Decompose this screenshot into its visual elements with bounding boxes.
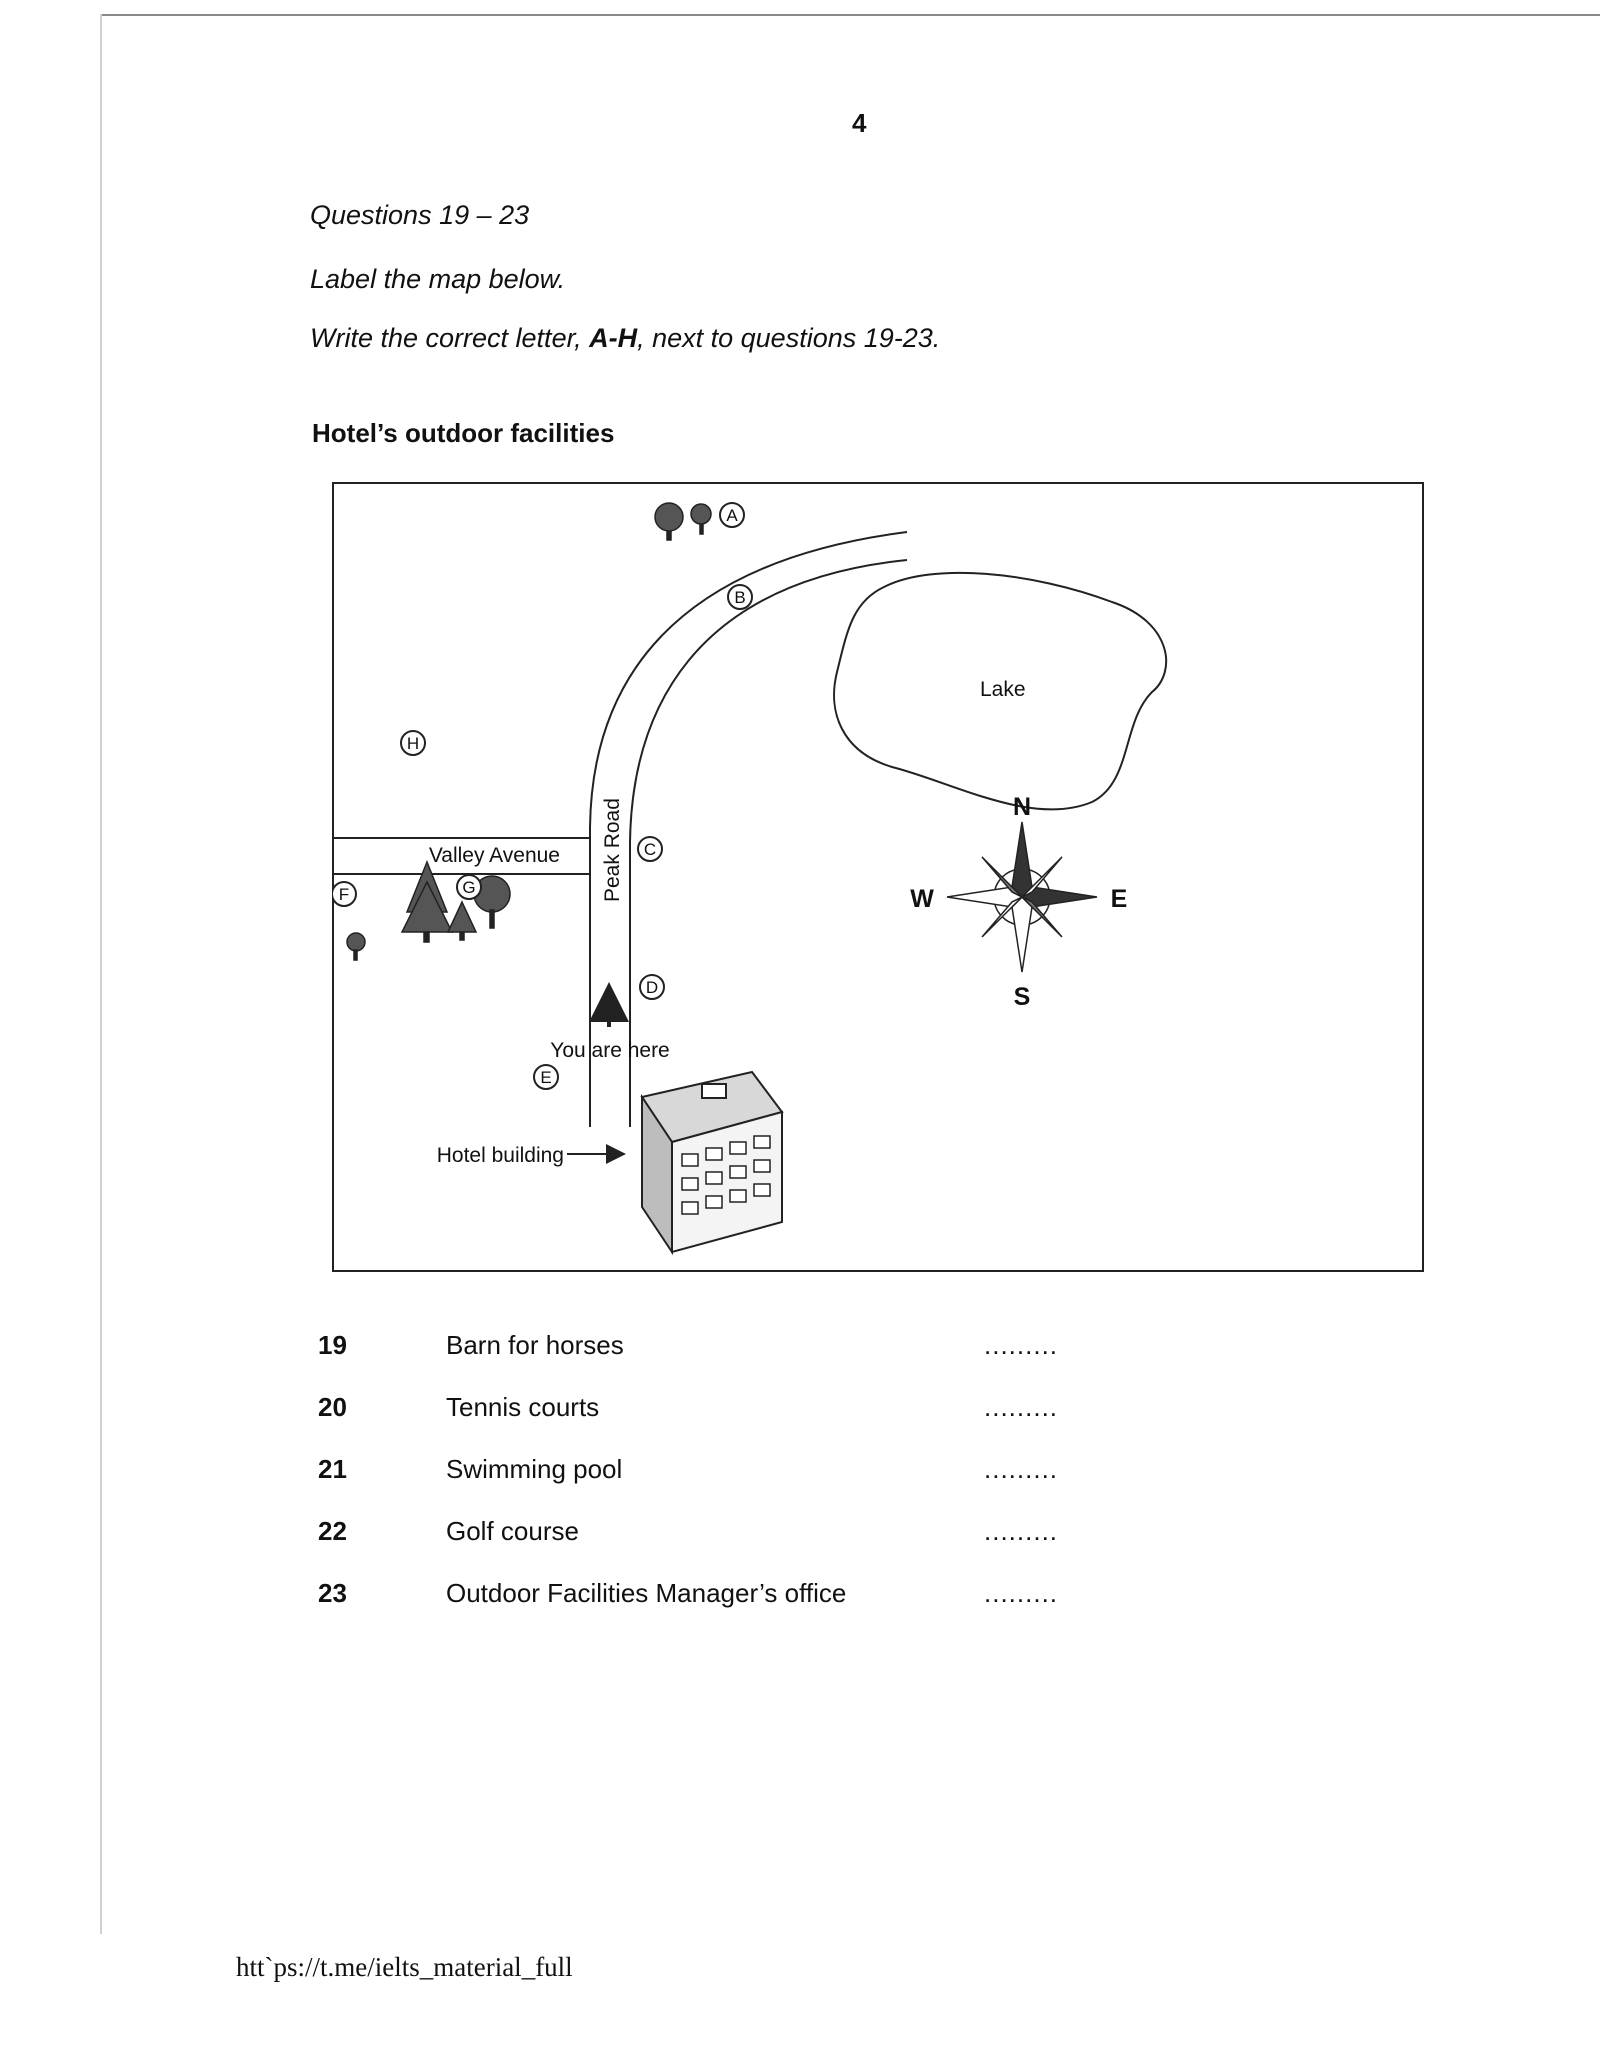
marker-f: F [339, 885, 349, 904]
marker-d: D [646, 978, 658, 997]
instruction-letters: A-H [589, 323, 638, 353]
hotel-building-label: Hotel building [437, 1144, 564, 1167]
map-frame [332, 482, 1424, 1272]
peak-road-label: Peak Road [601, 798, 624, 902]
answer-blank[interactable]: ......... [984, 1454, 1059, 1484]
trees-a [654, 502, 712, 541]
question-number: 20 [318, 1392, 347, 1422]
marker-a: A [726, 506, 738, 525]
page-number: 4 [852, 108, 867, 138]
you-are-here-label: You are here [550, 1039, 670, 1062]
valley-avenue-label: Valley Avenue [429, 844, 560, 867]
map-title: Hotel’s outdoor facilities [312, 418, 615, 448]
marker-c: C [644, 840, 656, 859]
question-row: 19 Barn for horses ......... [318, 1330, 1078, 1370]
question-label: Outdoor Facilities Manager’s office [446, 1578, 847, 1608]
compass-w: W [910, 885, 934, 913]
scan-edge [100, 14, 1600, 16]
marker-g-circle [456, 874, 482, 900]
compass-e: E [1111, 885, 1128, 913]
compass-n: N [1013, 793, 1031, 821]
instruction-write-letter: Write the correct letter, A-H, next to q… [310, 323, 940, 354]
marker-e-circle [533, 1064, 559, 1090]
marker-f-circle [332, 881, 357, 907]
marker-b: B [734, 588, 745, 607]
scan-edge [100, 14, 102, 1934]
question-number: 23 [318, 1578, 347, 1608]
lake-label: Lake [980, 678, 1026, 701]
answer-blank[interactable]: ......... [984, 1392, 1059, 1422]
marker-d-circle [639, 974, 665, 1000]
question-row: 21 Swimming pool ......... [318, 1454, 1078, 1494]
instruction-label-map: Label the map below. [310, 264, 566, 294]
compass-s: S [1014, 983, 1031, 1011]
marker-c-circle [637, 836, 663, 862]
question-row: 23 Outdoor Facilities Manager’s office .… [318, 1578, 1078, 1618]
facilities-map: A B C D E F G H Lake Valley Avenue Peak … [332, 502, 1168, 1256]
question-label: Tennis courts [446, 1392, 600, 1422]
questions-heading: Questions 19 – 23 [310, 200, 530, 230]
answer-blank[interactable]: ......... [984, 1578, 1059, 1608]
marker-h-circle [400, 730, 426, 756]
peak-road-edge [589, 531, 908, 1127]
instruction-text: Write the correct letter, [310, 323, 590, 353]
question-label: Golf course [446, 1516, 579, 1546]
marker-a-circle [719, 502, 745, 528]
trees-fg [346, 859, 511, 961]
question-row: 22 Golf course ......... [318, 1516, 1078, 1556]
hotel-building [640, 1070, 784, 1256]
marker-b-circle [727, 584, 753, 610]
marker-g: G [462, 878, 475, 897]
question-label: Swimming pool [446, 1454, 623, 1484]
question-number: 19 [318, 1330, 347, 1360]
peak-road-edge [629, 559, 908, 1127]
answer-blank[interactable]: ......... [984, 1516, 1059, 1546]
question-row: 20 Tennis courts ......... [318, 1392, 1078, 1432]
question-number: 22 [318, 1516, 347, 1546]
instruction-text: , next to questions 19-23. [637, 323, 941, 353]
marker-h: H [407, 734, 419, 753]
question-number: 21 [318, 1454, 347, 1484]
marker-e: E [540, 1068, 551, 1087]
compass-rose [946, 821, 1098, 973]
footer-link[interactable]: htt`ps://t.me/ielts_material_full [236, 1952, 573, 1982]
answer-blank[interactable]: ......... [984, 1330, 1059, 1360]
question-label: Barn for horses [446, 1330, 624, 1360]
lake [833, 571, 1168, 811]
